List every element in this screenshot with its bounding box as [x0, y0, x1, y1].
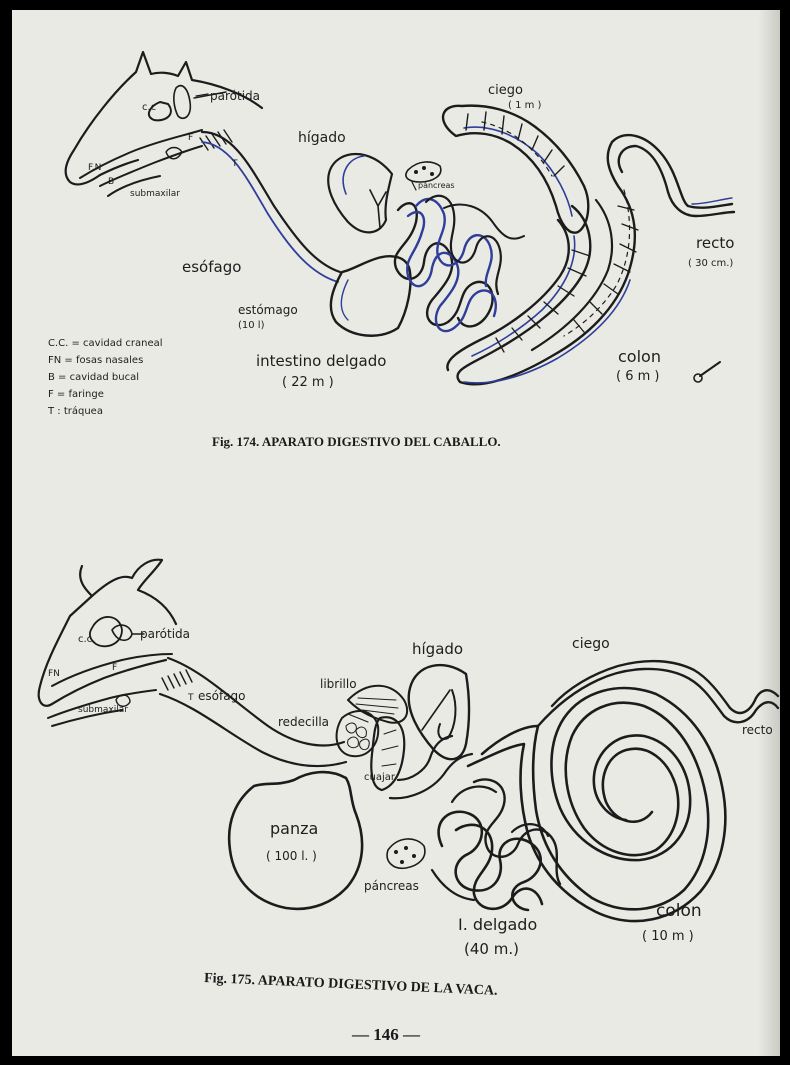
- label-panza-175: panza: [270, 819, 318, 838]
- label-recto-size-174: ( 30 cm.): [688, 258, 733, 269]
- figure-175-labels: c.c. parótida FN F T submaxilar esófago …: [48, 627, 773, 958]
- label-intestino-174: intestino delgado: [256, 352, 386, 370]
- label-f-174: F: [188, 133, 193, 143]
- label-colon-174: colon: [618, 347, 661, 366]
- label-pancreas-174: páncreas: [418, 181, 455, 190]
- label-redecilla-175: redecilla: [278, 715, 329, 729]
- label-t-175: T: [187, 693, 194, 703]
- figure-174-drawing: [66, 52, 734, 384]
- label-ciego-size-174: ( 1 m ): [508, 100, 542, 111]
- label-cuajar-175: cuajar: [364, 772, 396, 783]
- label-esofago-175: esófago: [198, 689, 246, 703]
- label-esofago-174: esófago: [182, 258, 241, 276]
- label-recto-175: recto: [742, 723, 773, 737]
- label-fn-175: FN: [48, 669, 60, 679]
- figure-174-legend: C.C. = cavidad craneal FN = fosas nasale…: [47, 338, 163, 417]
- label-librillo-175: librillo: [320, 677, 357, 691]
- figure-175-drawing: [39, 560, 778, 921]
- label-parotida-175: parótida: [140, 627, 190, 641]
- label-colon-size-175: ( 10 m ): [642, 929, 694, 944]
- legend-item: FN = fosas nasales: [48, 355, 143, 366]
- label-delgado-175: I. delgado: [458, 915, 537, 934]
- label-higado-175: hígado: [412, 640, 463, 658]
- label-higado-174: hígado: [298, 130, 346, 146]
- label-fn-174: F.N: [88, 163, 101, 173]
- label-t-174: T: [231, 159, 238, 169]
- label-intestino-size-174: ( 22 m ): [282, 375, 334, 390]
- legend-item: T : tráquea: [47, 405, 103, 417]
- book-page: c.c parótida F.N F B T submaxilar hígado…: [12, 10, 780, 1056]
- label-f-175: F: [112, 663, 117, 673]
- page-number: — 146 —: [351, 1025, 421, 1044]
- label-colon-175: colon: [656, 901, 702, 921]
- figure-174-caption: Fig. 174. APARATO DIGESTIVO DEL CABALLO.: [212, 434, 501, 449]
- label-delgado-size-175: (40 m.): [464, 940, 519, 958]
- label-panza-size-175: ( 100 l. ): [266, 849, 317, 863]
- label-b-174: B: [108, 177, 114, 187]
- label-cc-174: c.c: [142, 102, 156, 113]
- label-submaxilar-175: submaxilar: [78, 705, 128, 715]
- legend-item: C.C. = cavidad craneal: [48, 338, 163, 349]
- label-cc-175: c.c.: [78, 634, 95, 645]
- legend-item: F = faringe: [48, 389, 104, 400]
- label-estomago-size-174: (10 l): [238, 320, 265, 331]
- label-ciego-174: ciego: [488, 83, 523, 98]
- page-illustrations: c.c parótida F.N F B T submaxilar hígado…: [12, 10, 780, 1056]
- label-parotida-174: parótida: [210, 89, 260, 103]
- figure-175-caption: Fig. 175. APARATO DIGESTIVO DE LA VACA.: [204, 971, 498, 999]
- label-estomago-174: estómago: [238, 303, 298, 317]
- legend-item: B = cavidad bucal: [48, 372, 139, 383]
- label-colon-size-174: ( 6 m ): [616, 369, 659, 384]
- label-pancreas-175: páncreas: [364, 879, 419, 893]
- label-ciego-175: ciego: [572, 636, 610, 652]
- label-recto-174: recto: [696, 234, 734, 252]
- figure-174-labels: c.c parótida F.N F B T submaxilar hígado…: [88, 83, 734, 390]
- label-submaxilar-174: submaxilar: [130, 189, 180, 199]
